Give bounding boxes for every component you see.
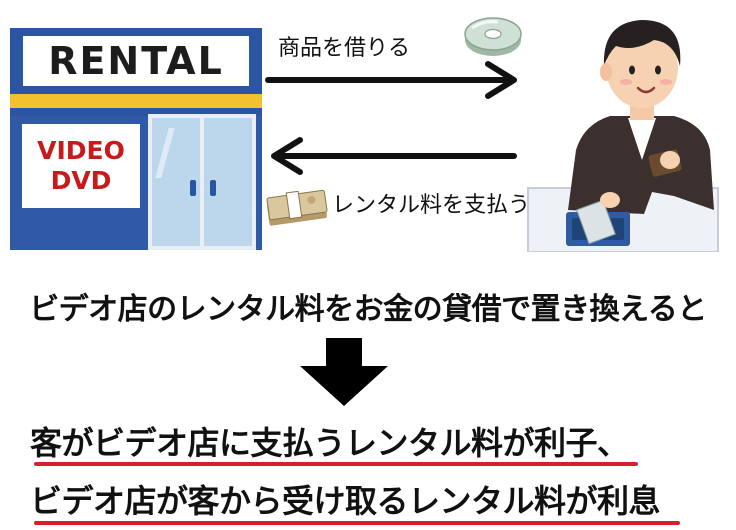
down-arrow-icon <box>300 338 388 406</box>
door-handle-left <box>190 180 196 196</box>
poster-dvd-text: DVD <box>50 166 112 195</box>
door-handle-right <box>210 180 216 196</box>
borrow-goods-label: 商品を借りる <box>278 36 411 61</box>
store-door <box>148 114 256 250</box>
dvd-disc-icon <box>464 17 522 56</box>
poster-video-text: VIDEO <box>37 136 125 165</box>
analogy-statement: ビデオ店のレンタル料をお金の貸借で置き換えると <box>29 292 707 327</box>
conclusion-line-interest-received: ビデオ店が客から受け取るレンタル料が利息 <box>30 482 661 520</box>
pay-rental-fee-label: レンタル料を支払う <box>332 193 531 218</box>
video-dvd-poster: VIDEO DVD <box>22 124 140 208</box>
arrow-to-customer <box>265 61 517 99</box>
customer-illustration <box>527 20 719 252</box>
exchange-arrows <box>265 61 517 175</box>
arrow-to-store <box>271 137 517 175</box>
conclusion-line-interest-paid: 客がビデオ店に支払うレンタル料が利子、 <box>30 424 629 462</box>
store-awning-edge <box>10 108 262 116</box>
conclusion-underline-2 <box>34 521 680 525</box>
conclusion-underline-1 <box>34 462 638 466</box>
store-awning-stripe <box>10 94 262 108</box>
rental-sign: RENTAL <box>23 36 249 86</box>
cash-bundle-icon <box>266 189 328 226</box>
rental-store-illustration: RENTAL VIDEO DVD <box>10 28 262 250</box>
